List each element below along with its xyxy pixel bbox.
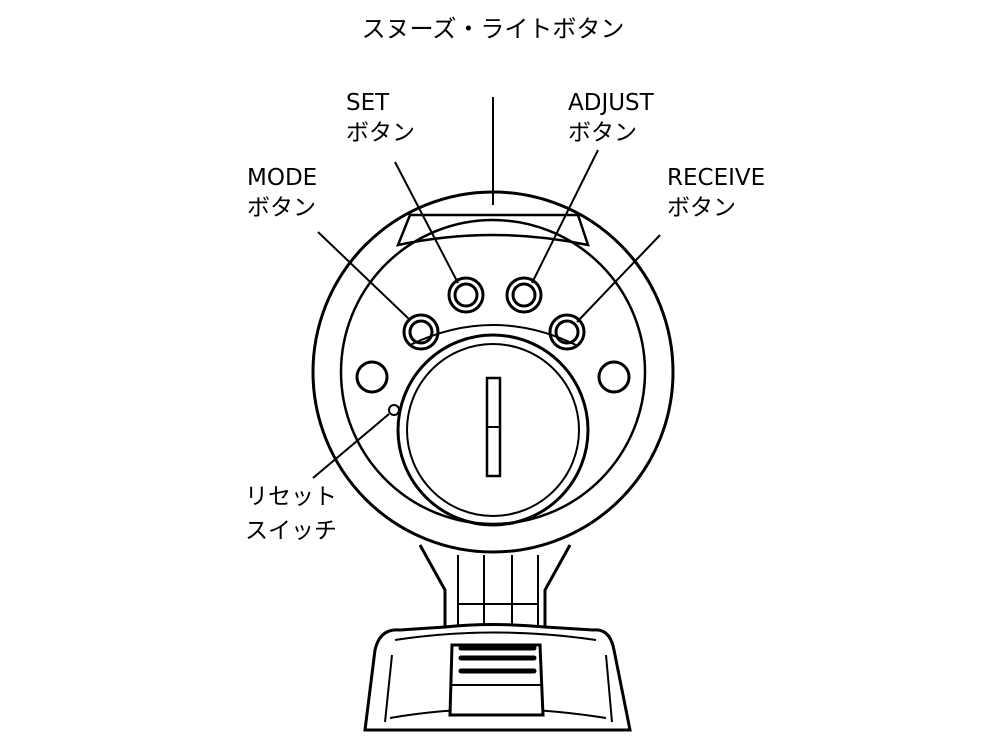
label-line: ボタン	[247, 195, 316, 221]
battery-cover-outer	[396, 333, 590, 527]
label-line: スイッチ	[245, 518, 337, 544]
label-line: MODE	[247, 165, 318, 191]
label-line: リセット	[245, 484, 337, 510]
set-button[interactable]	[447, 276, 485, 314]
label-line: ボタン	[667, 195, 736, 221]
label-line: ADJUST	[568, 90, 654, 116]
mode-button[interactable]	[402, 313, 440, 351]
snooze-light-button-label: スヌーズ・ライトボタン	[361, 15, 625, 43]
battery-cover	[406, 343, 580, 517]
adjust-button[interactable]	[505, 276, 543, 314]
label-line: ボタン	[568, 120, 637, 146]
right-side-button[interactable]	[597, 360, 631, 394]
leader-lines	[312, 97, 661, 479]
clock-outer-shell	[311, 190, 675, 554]
stand-base	[363, 623, 632, 732]
label-line: RECEIVE	[667, 165, 766, 191]
label-line: ボタン	[346, 120, 415, 146]
label-line: SET	[346, 90, 390, 116]
set-button-label: SET ボタン	[346, 88, 415, 148]
reset-switch[interactable]	[388, 404, 400, 416]
adjust-button-label: ADJUST ボタン	[568, 88, 654, 148]
reset-switch-label: リセット スイッチ	[245, 480, 337, 548]
left-side-button[interactable]	[355, 360, 389, 394]
receive-button-label: RECEIVE ボタン	[667, 163, 765, 223]
receive-button[interactable]	[548, 313, 586, 351]
mode-button-label: MODE ボタン	[247, 163, 317, 223]
